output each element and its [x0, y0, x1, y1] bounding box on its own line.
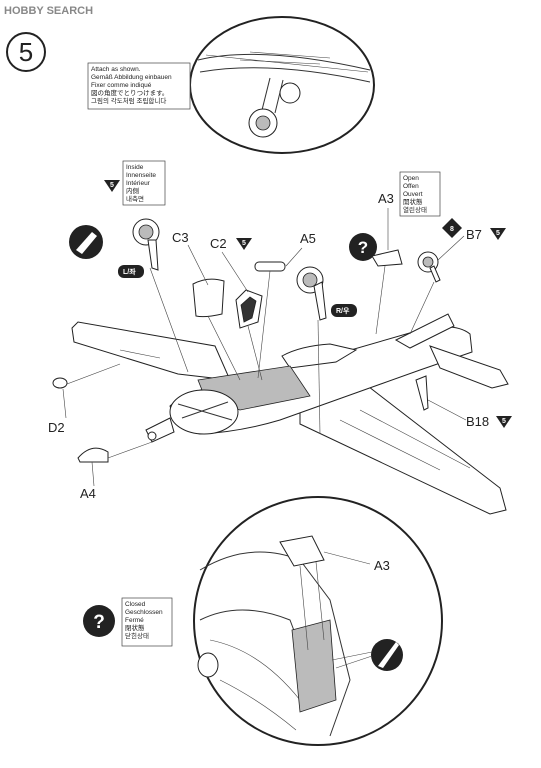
- paint-badge: [490, 228, 506, 240]
- attach-note: Attach as shown. Gemäß Abbildung einbaue…: [87, 62, 191, 110]
- glue-icon: [69, 225, 103, 259]
- svg-text:5: 5: [242, 240, 246, 247]
- open-note: Open Offen Ouvert 開状態 열린상태: [399, 171, 441, 217]
- svg-text:열린상태: 열린상태: [403, 205, 427, 214]
- svg-text:開状態: 開状態: [403, 197, 423, 206]
- part-label-a3-top: A3: [378, 191, 394, 206]
- svg-text:닫힌상태: 닫힌상태: [125, 631, 149, 640]
- svg-text:Intérieur: Intérieur: [126, 180, 151, 187]
- svg-text:?: ?: [93, 612, 105, 633]
- left-wheel-part: L/좌: [118, 218, 160, 278]
- closed-note: Closed Geschlossen Fermé 閉状態 닫힌상태: [121, 597, 173, 647]
- part-label-a4: A4: [80, 486, 96, 501]
- part-b7: [417, 251, 441, 283]
- svg-text:5: 5: [502, 418, 506, 425]
- part-d2: [52, 377, 68, 389]
- svg-text:Fixer comme indiqué: Fixer comme indiqué: [91, 82, 152, 89]
- part-label-d2: D2: [48, 420, 65, 435]
- step-number: 5: [6, 32, 46, 72]
- landing-gear-detail: [189, 16, 375, 154]
- paint-badge: [104, 180, 120, 192]
- part-label-c3: C3: [172, 230, 189, 245]
- svg-text:?: ?: [358, 238, 368, 257]
- svg-text:L/좌: L/좌: [123, 267, 136, 276]
- right-wheel-part: R/우: [296, 266, 357, 321]
- svg-text:Closed: Closed: [125, 601, 146, 608]
- question-icon: ?: [83, 605, 115, 637]
- svg-text:R/우: R/우: [336, 306, 350, 315]
- part-a5: [254, 261, 286, 272]
- svg-text:Gemäß Abbildung einbauen: Gemäß Abbildung einbauen: [91, 74, 172, 81]
- watermark: HOBBY SEARCH: [4, 5, 93, 17]
- paint-badge: [442, 218, 462, 238]
- svg-text:Inside: Inside: [126, 164, 144, 171]
- svg-text:図の角度でとりつけます。: 図の角度でとりつけます。: [91, 88, 168, 97]
- svg-text:Geschlossen: Geschlossen: [125, 609, 163, 616]
- cockpit-detail: [193, 496, 443, 746]
- question-icon: ?: [349, 233, 377, 261]
- part-label-a5: A5: [300, 231, 316, 246]
- svg-text:5: 5: [110, 182, 114, 189]
- part-a4: [77, 447, 109, 463]
- svg-text:Offen: Offen: [403, 183, 419, 190]
- inside-note: Inside Innenseite Intérieur 内側 내측면 5: [104, 160, 166, 206]
- svg-text:Attach as shown.: Attach as shown.: [91, 66, 141, 73]
- svg-text:内側: 内側: [126, 186, 140, 195]
- paint-badge: [496, 416, 512, 428]
- part-label-b18: B18: [466, 414, 489, 429]
- svg-text:Open: Open: [403, 175, 419, 182]
- svg-text:Fermé: Fermé: [125, 617, 144, 624]
- part-label-c2: C2: [210, 236, 227, 251]
- svg-text:閉状態: 閉状態: [125, 623, 145, 632]
- svg-text:8: 8: [450, 226, 454, 233]
- aircraft-body: [71, 313, 509, 515]
- svg-text:5: 5: [19, 37, 33, 67]
- part-b18: [415, 375, 429, 411]
- part-a3-top: [371, 249, 403, 267]
- knife-icon: [371, 639, 403, 671]
- paint-badge: [236, 238, 252, 250]
- part-label-b7: B7: [466, 227, 482, 242]
- svg-text:5: 5: [496, 230, 500, 237]
- svg-text:Innenseite: Innenseite: [126, 172, 156, 179]
- svg-text:내측면: 내측면: [126, 194, 144, 203]
- svg-text:Ouvert: Ouvert: [403, 191, 423, 198]
- part-label-a3-bottom: A3: [374, 558, 390, 573]
- door-c3: [192, 278, 225, 318]
- svg-text:그림의 각도처럼 조립합니다: 그림의 각도처럼 조립합니다: [91, 96, 166, 105]
